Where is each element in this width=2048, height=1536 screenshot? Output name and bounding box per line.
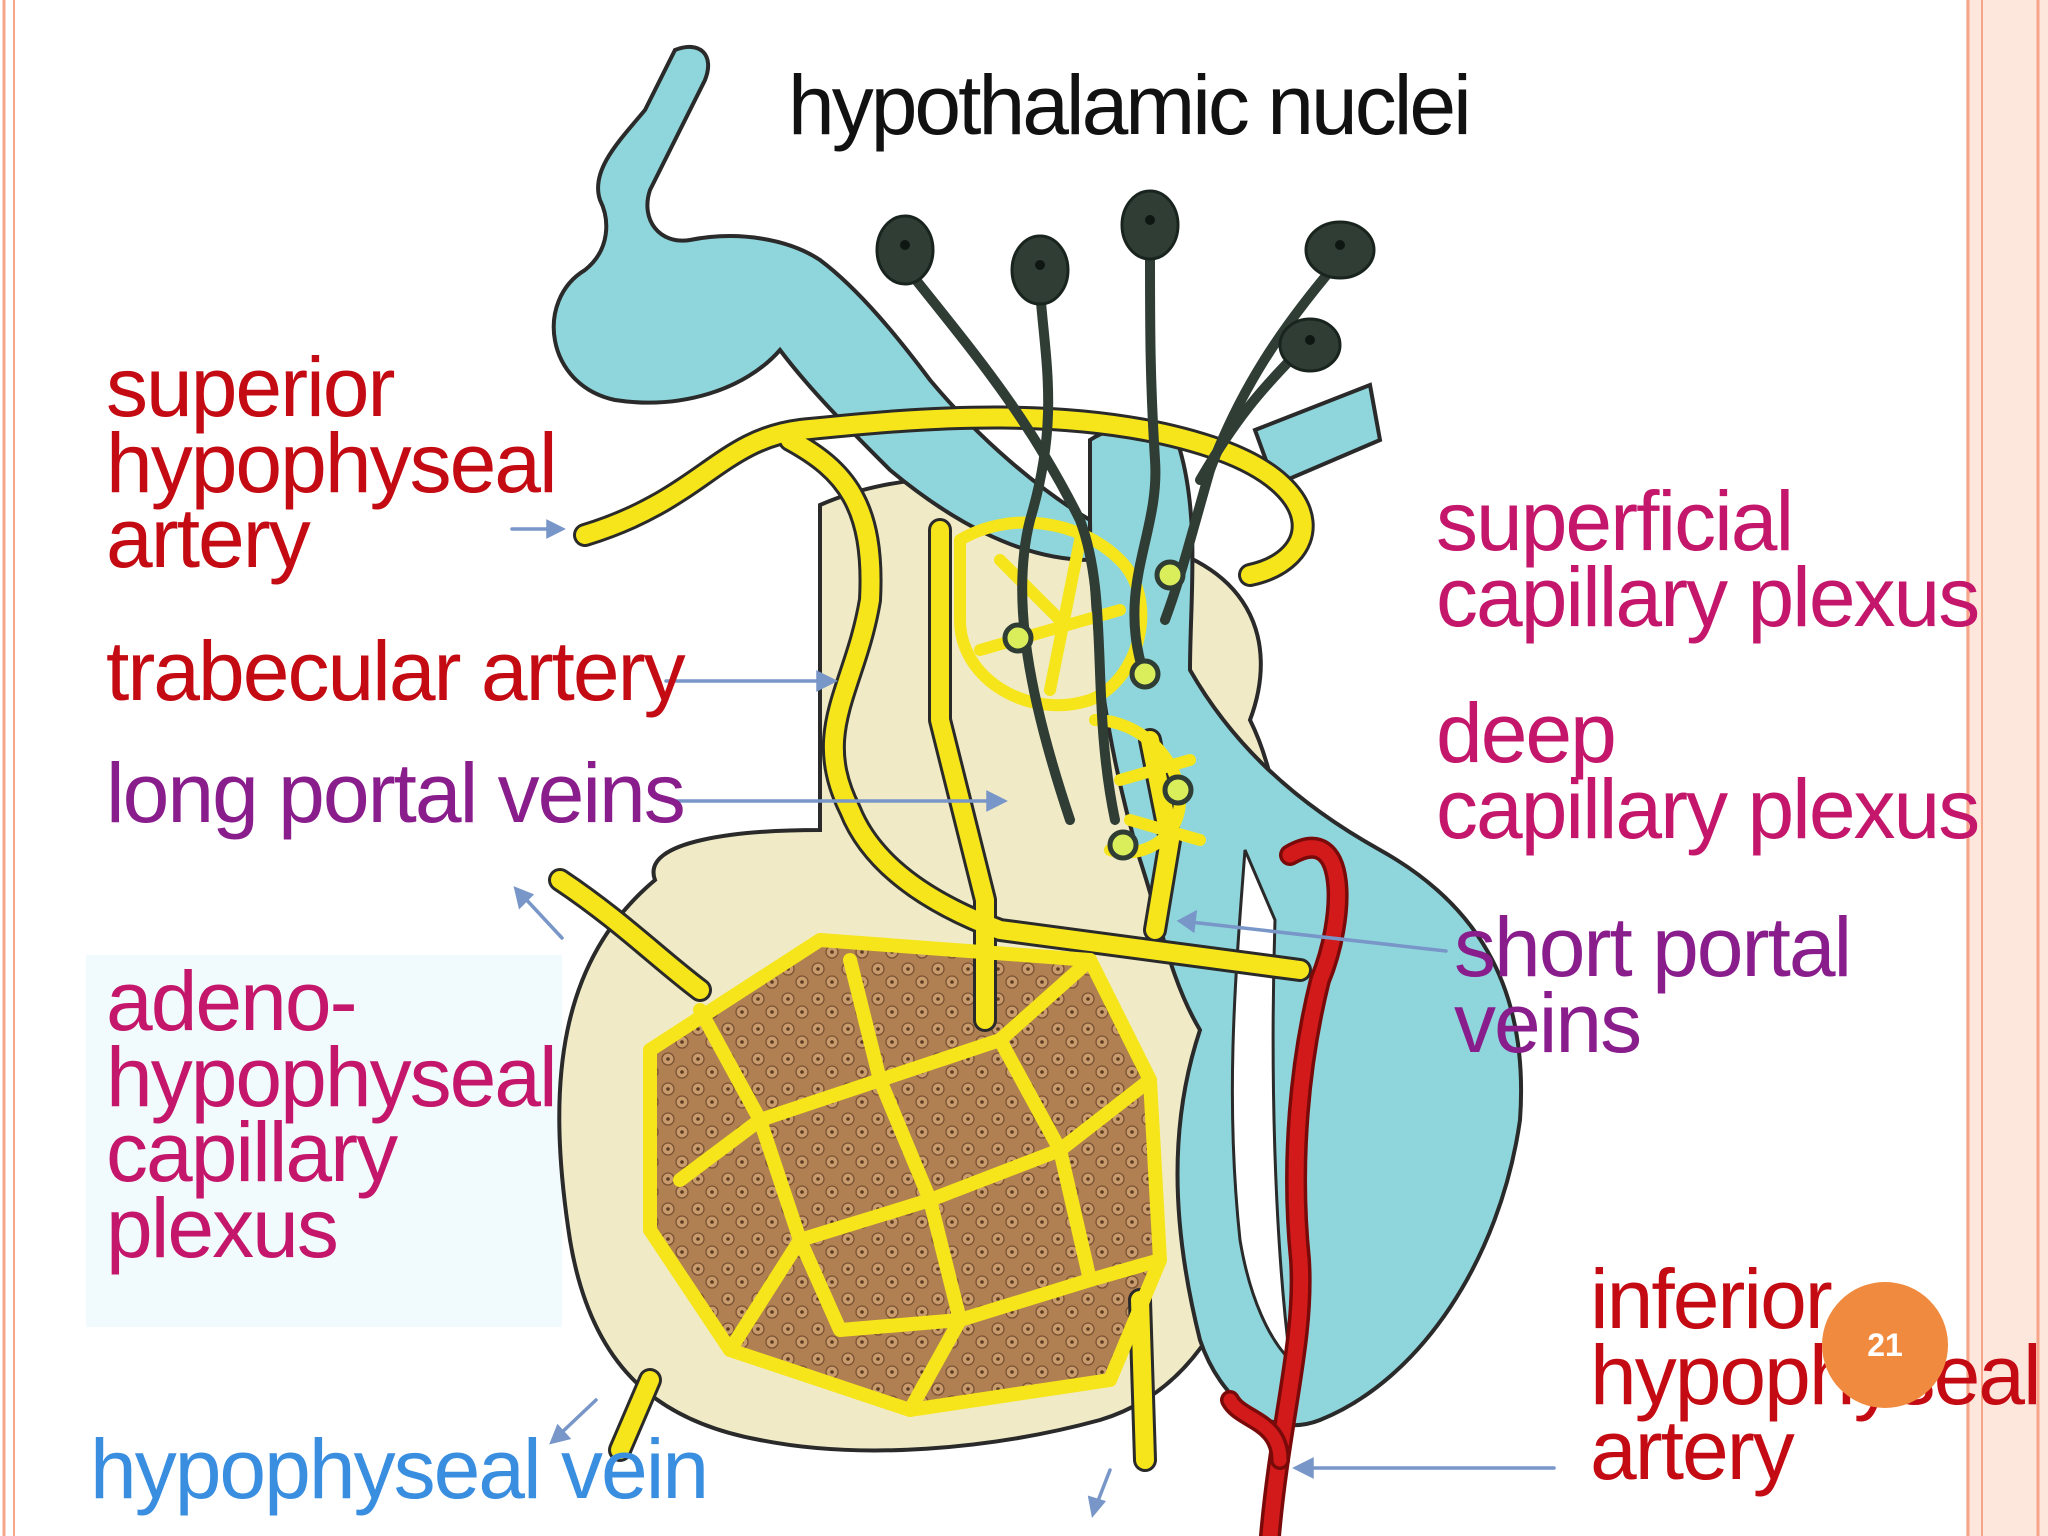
diagram-title: hypothalamic nuclei (788, 58, 1472, 152)
arrow-long-portal-veins (664, 790, 1008, 812)
superior-hypophyseal-artery-vessel (576, 408, 1312, 584)
arrow-superior-hypophyseal-artery (510, 519, 566, 539)
label-adenohypophyseal-capillary-plexus: adeno- hypophyseal capillary plexus (106, 954, 558, 1275)
long-portal-vein-vessel (931, 521, 994, 1029)
arrow-hypophyseal-vein-2 (1087, 1468, 1112, 1518)
slide-border-left (2, 0, 15, 1536)
label-highlight-box (86, 955, 562, 1327)
arrow-adenohypophyseal-plexus (513, 886, 564, 940)
neurohypophysis (1088, 382, 1524, 1428)
page-number-badge: 21 (1822, 1282, 1948, 1408)
label-inferior-hypophyseal-artery: inferior hypophyseal artery (1590, 1252, 2042, 1498)
label-deep-capillary-plexus: deep capillary plexus (1436, 686, 1980, 856)
hypothalamus (551, 44, 1092, 563)
label-short-portal-veins: short portal veins (1454, 900, 1852, 1070)
label-trabecular-artery: trabecular artery (106, 624, 686, 718)
capillary-network (548, 405, 1315, 1472)
label-arrows (510, 519, 1556, 1518)
label-hypophyseal-vein: hypophyseal vein (90, 1422, 709, 1516)
hypothalamic-neurons (875, 189, 1376, 825)
arrow-trabecular-artery (664, 670, 838, 692)
arrow-short-portal-veins (1176, 909, 1448, 953)
arrow-hypophyseal-vein (549, 1398, 598, 1445)
slide-border-right (1966, 0, 2048, 1536)
axon-terminals (1002, 559, 1194, 861)
label-superficial-capillary-plexus: superficial capillary plexus (1436, 474, 1980, 644)
label-long-portal-veins: long portal veins (106, 746, 686, 840)
arrow-inferior-hypophyseal-artery (1292, 1457, 1556, 1479)
label-superior-hypophyseal-artery: superior hypophyseal artery (106, 340, 558, 586)
trabecular-artery-vessel (781, 431, 1309, 979)
inferior-hypophyseal-artery-vessel (1220, 836, 1349, 1536)
